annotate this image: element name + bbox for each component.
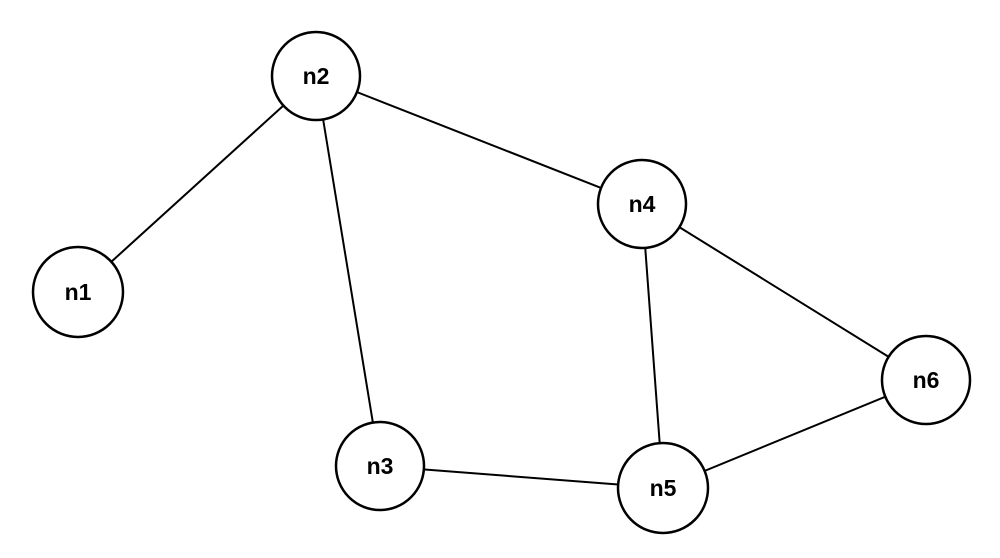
node-label-n2: n2 [303, 63, 330, 89]
edge-n5-n6 [662, 379, 927, 489]
node-n2: n2 [270, 30, 362, 122]
edge-n2-n3 [315, 75, 381, 467]
edge-n4-n5 [641, 203, 664, 489]
node-label-n5: n5 [650, 475, 677, 501]
node-circle-n4 [596, 158, 688, 250]
edge-n4-n6 [641, 203, 927, 381]
edge-n1-n2 [77, 75, 317, 293]
node-n1: n1 [31, 245, 125, 339]
node-circle-n1 [31, 245, 125, 339]
node-label-n6: n6 [913, 367, 940, 393]
node-n5: n5 [616, 441, 710, 535]
node-n4: n4 [596, 158, 688, 250]
node-circle-n6 [880, 334, 972, 426]
node-circle-n2 [270, 30, 362, 122]
node-label-n1: n1 [65, 279, 92, 305]
edge-n2-n4 [315, 75, 643, 205]
node-circle-n5 [616, 441, 710, 535]
edge-n3-n5 [379, 465, 664, 489]
node-n3: n3 [334, 420, 426, 512]
node-circle-n3 [334, 420, 426, 512]
node-n6: n6 [880, 334, 972, 426]
node-label-n3: n3 [367, 453, 394, 479]
node-label-n4: n4 [629, 191, 656, 217]
